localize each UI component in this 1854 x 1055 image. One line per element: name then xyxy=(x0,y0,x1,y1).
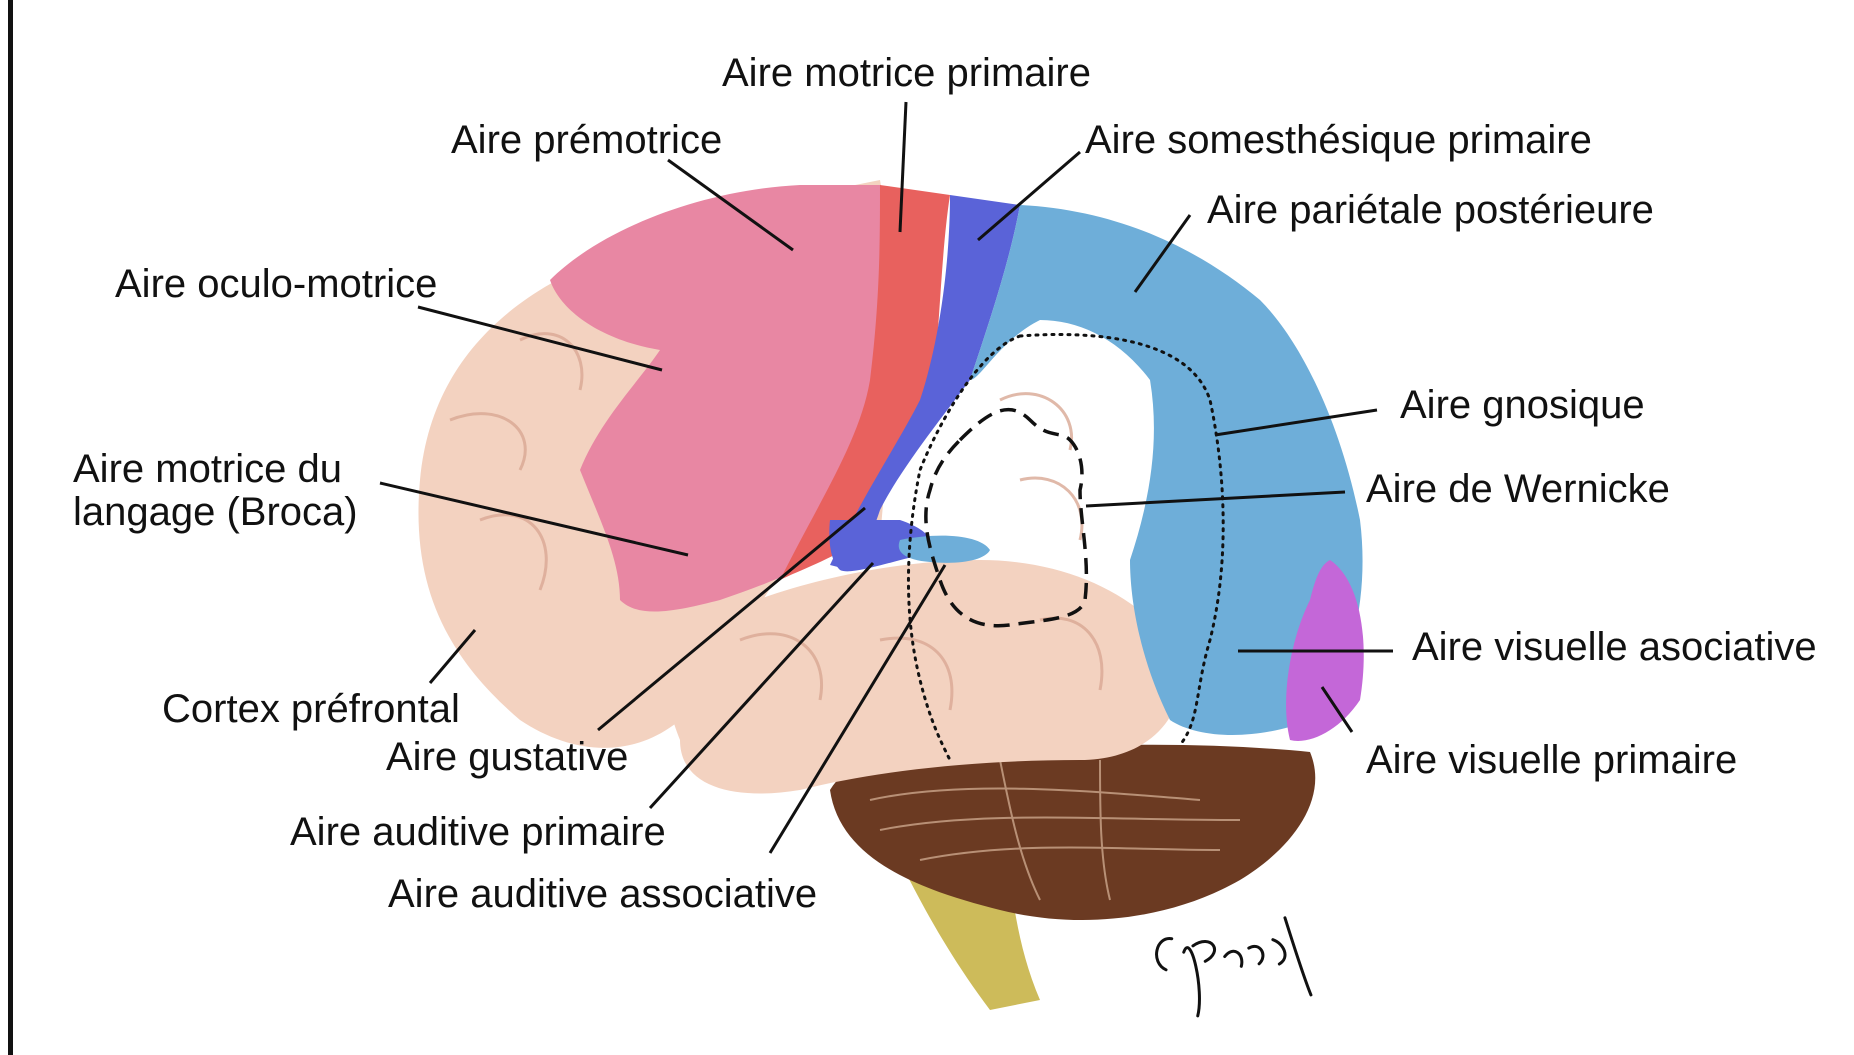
label-oculo-motrice: Aire oculo-motrice xyxy=(115,262,437,306)
artist-signature xyxy=(1154,916,1312,1021)
label-broca-line1: Aire motrice du xyxy=(73,447,342,491)
label-auditive-prim: Aire auditive primaire xyxy=(290,810,666,854)
label-visuelle-prim: Aire visuelle primaire xyxy=(1366,738,1737,782)
label-somesthesique: Aire somesthésique primaire xyxy=(1085,118,1592,162)
label-wernicke: Aire de Wernicke xyxy=(1366,467,1670,511)
label-gustative: Aire gustative xyxy=(386,735,628,779)
label-parietale: Aire pariétale postérieure xyxy=(1207,188,1654,232)
label-auditive-asso: Aire auditive associative xyxy=(388,872,817,916)
label-motrice-primaire: Aire motrice primaire xyxy=(722,51,1091,95)
label-prefrontal: Cortex préfrontal xyxy=(162,687,460,731)
cerebellum xyxy=(830,745,1315,920)
left-border xyxy=(8,0,13,1055)
label-gnosique: Aire gnosique xyxy=(1400,383,1645,427)
label-visuelle-asso: Aire visuelle asociative xyxy=(1412,625,1817,669)
label-broca-line2: langage (Broca) xyxy=(73,490,358,534)
auditory-primary-area xyxy=(899,536,990,563)
label-premotrice: Aire prémotrice xyxy=(451,118,722,162)
